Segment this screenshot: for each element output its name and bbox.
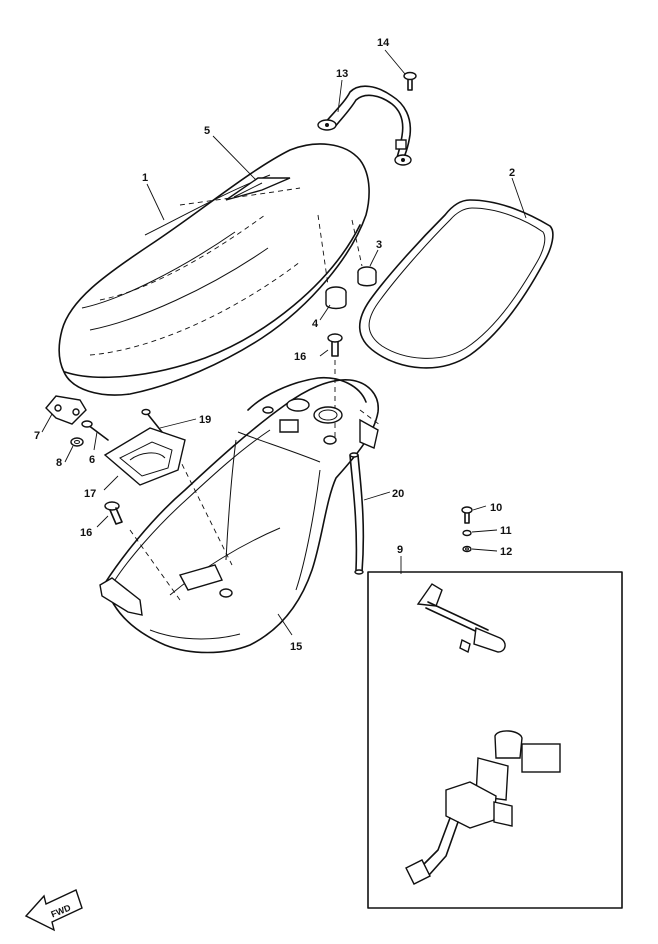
callout-13: 13	[336, 68, 348, 80]
washer-12	[462, 545, 472, 553]
bolt-16-lower	[104, 501, 123, 525]
seat	[58, 143, 370, 396]
bolt-16-upper	[327, 333, 343, 357]
nut-8	[70, 437, 84, 447]
storage-lid	[103, 427, 186, 486]
leader-lines	[41, 49, 527, 636]
washer-11	[462, 529, 472, 537]
callout-20: 20	[392, 488, 404, 500]
seat-emblem	[225, 177, 291, 201]
callout-6: 6	[89, 454, 95, 466]
screw-10	[461, 506, 473, 524]
drain-hose	[349, 452, 365, 575]
callout-labels: 1 2 3 4 5 6 7 8 9 10 11 12 13 14 15 16 1…	[34, 37, 515, 653]
lock-set-box	[367, 571, 623, 909]
bracket-7	[45, 395, 87, 425]
screw-19	[141, 408, 163, 433]
callout-11: 11	[500, 525, 512, 537]
callout-7: 7	[34, 430, 40, 442]
grab-bar	[317, 85, 412, 166]
callout-16-upper: 16	[294, 351, 306, 363]
callout-16-lower: 16	[80, 527, 92, 539]
callout-10: 10	[490, 502, 502, 514]
damper-3	[357, 266, 377, 287]
callout-19: 19	[199, 414, 211, 426]
damper-4	[325, 286, 347, 310]
forward-direction-arrow: FWD	[24, 889, 83, 932]
callout-12: 12	[500, 546, 512, 558]
bolt-14	[403, 71, 417, 91]
assembly-lines	[129, 214, 381, 601]
callout-5: 5	[204, 125, 210, 137]
bolt-6	[81, 420, 109, 441]
callout-9: 9	[397, 544, 403, 556]
callout-8: 8	[56, 457, 62, 469]
callout-4: 4	[312, 318, 319, 330]
callout-2: 2	[509, 167, 515, 179]
storage-box	[99, 377, 379, 654]
callout-15: 15	[290, 641, 302, 653]
callout-17: 17	[84, 488, 96, 500]
callout-14: 14	[377, 37, 390, 49]
callout-3: 3	[376, 239, 382, 251]
seat-seal	[358, 199, 554, 369]
callout-1: 1	[142, 172, 148, 184]
